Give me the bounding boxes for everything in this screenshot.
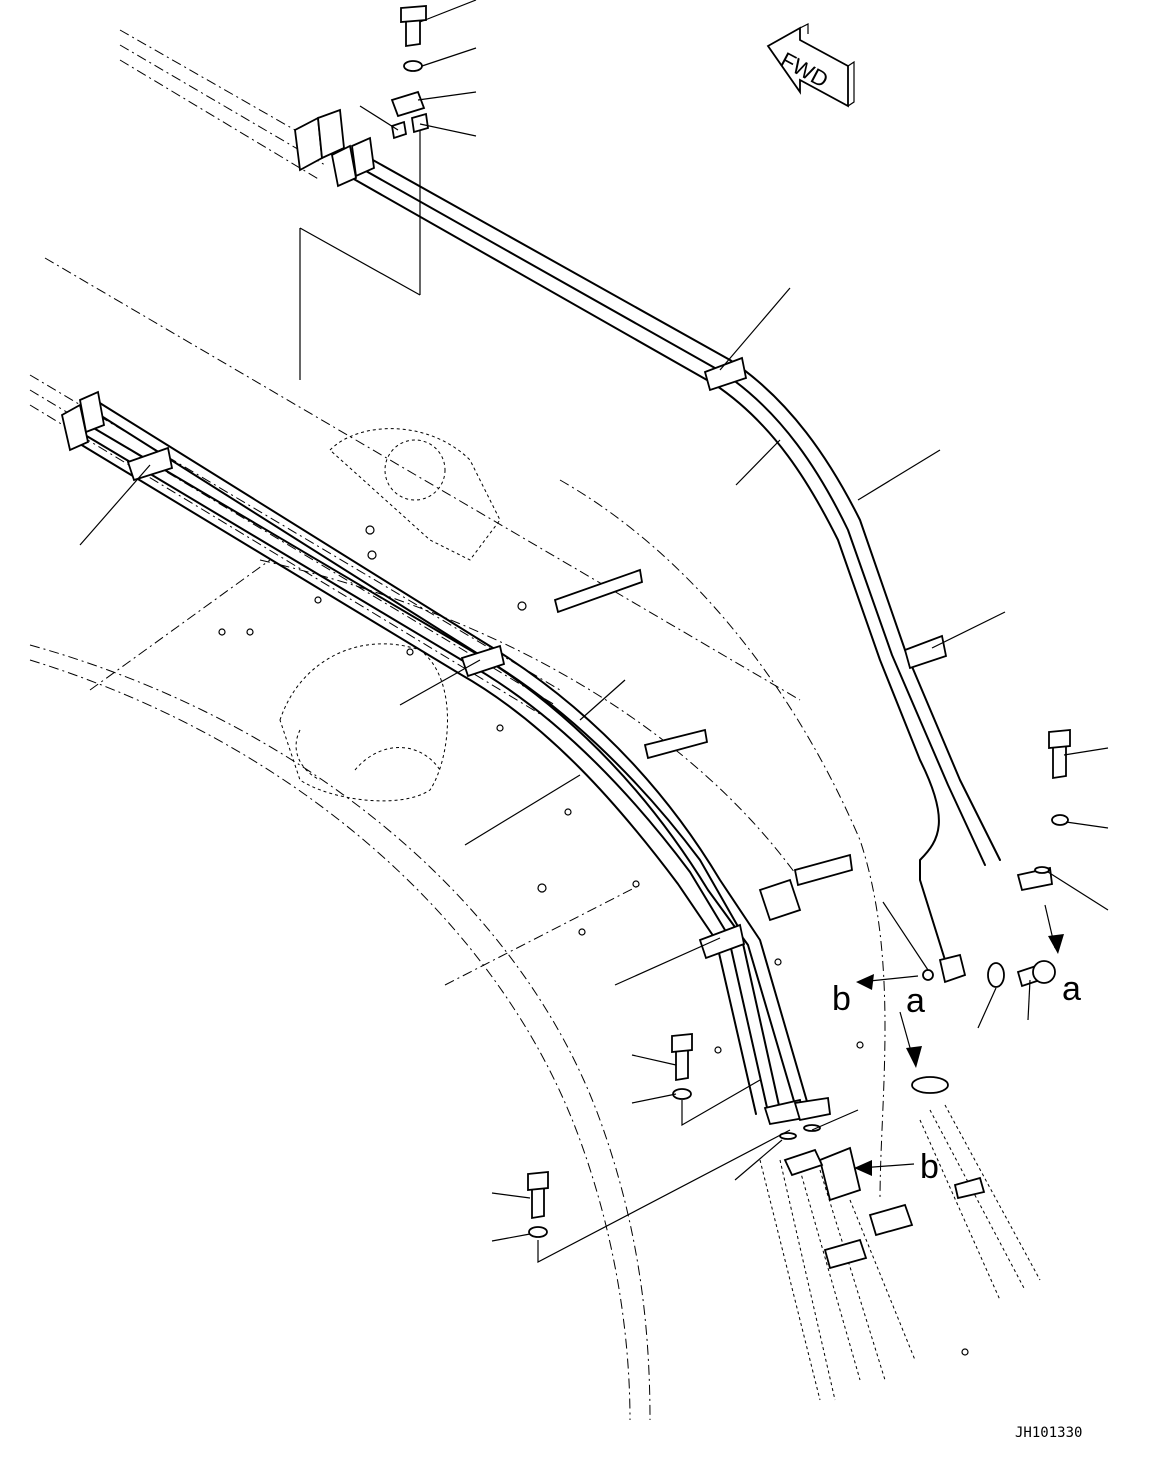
leader-lines (79, 0, 1109, 1263)
top-flange-group (294, 5, 430, 172)
lower-tube-bundle (60, 390, 831, 1126)
callout-a-right: a (1062, 970, 1081, 1008)
lower-hardware (527, 1033, 821, 1238)
right-hardware (922, 729, 1071, 988)
swivel-block (553, 568, 986, 1270)
drawing-code: JH101330 (1015, 1425, 1082, 1441)
arrow-head-a-right (1048, 934, 1064, 954)
callout-a-left: a (906, 982, 925, 1020)
upper-tube-bundle (330, 136, 1053, 984)
arrow-head-b-right (854, 1160, 872, 1176)
arrow-head-b-left (856, 974, 874, 990)
fasteners (218, 525, 969, 1356)
callout-b-left: b (832, 980, 851, 1018)
fwd-direction-arrow: FWD (766, 23, 855, 108)
callout-arrows (854, 904, 1064, 1176)
swing-hub-phantom (279, 428, 501, 802)
callout-b-right: b (920, 1148, 939, 1186)
arrow-head-a-down (906, 1046, 922, 1068)
